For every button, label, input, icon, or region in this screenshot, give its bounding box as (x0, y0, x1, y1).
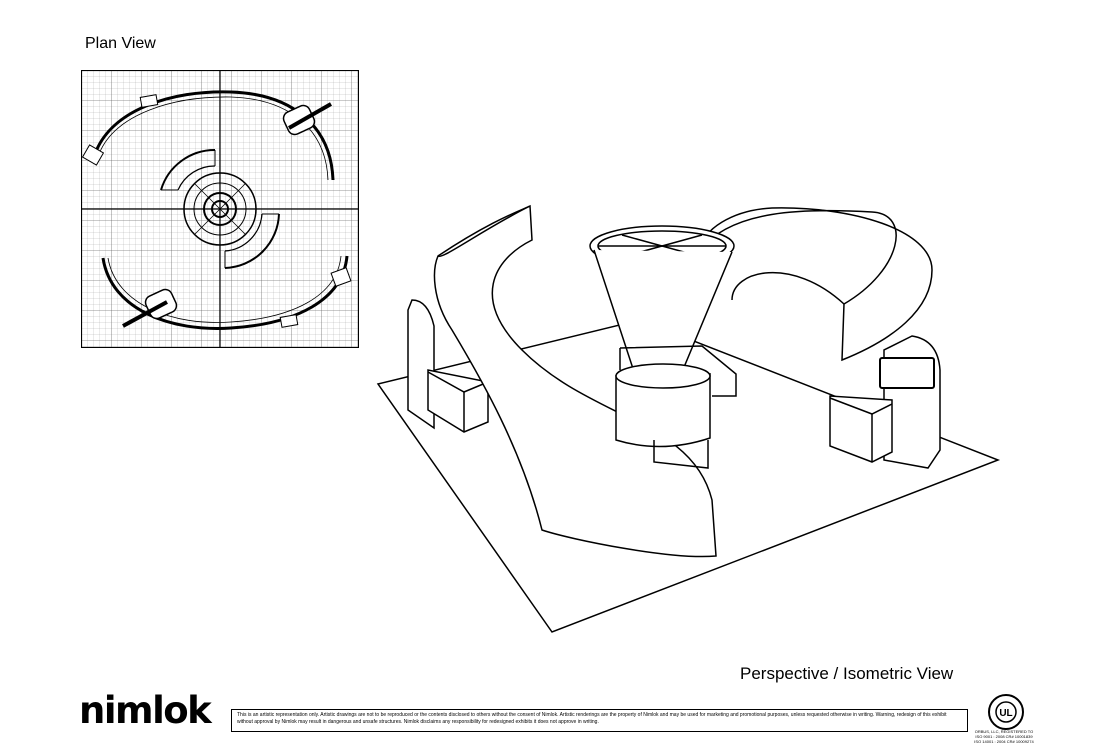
isometric-view-title: Perspective / Isometric View (740, 664, 954, 683)
ul-logo-text: UL (999, 708, 1012, 719)
ul-registered-seal-icon: UL (988, 694, 1024, 730)
disclaimer-text: This is an artistic representation only.… (231, 709, 968, 732)
cert-line-3: ISO 14001 : 2004 CR# 10009274 (974, 739, 1034, 744)
isometric-view-drawing (376, 204, 1001, 633)
nimlok-logo: nimlok (79, 689, 212, 732)
plan-view-drawing (81, 70, 359, 348)
certification-block: ORBUS, LLC, REGISTERED TO ISO 9001 : 200… (972, 729, 1036, 744)
plan-view-title: Plan View (85, 35, 156, 52)
cert-line-1: ORBUS, LLC, REGISTERED TO (974, 729, 1034, 734)
cert-line-2: ISO 9001 : 2008 CR# 10001839 (975, 734, 1033, 739)
